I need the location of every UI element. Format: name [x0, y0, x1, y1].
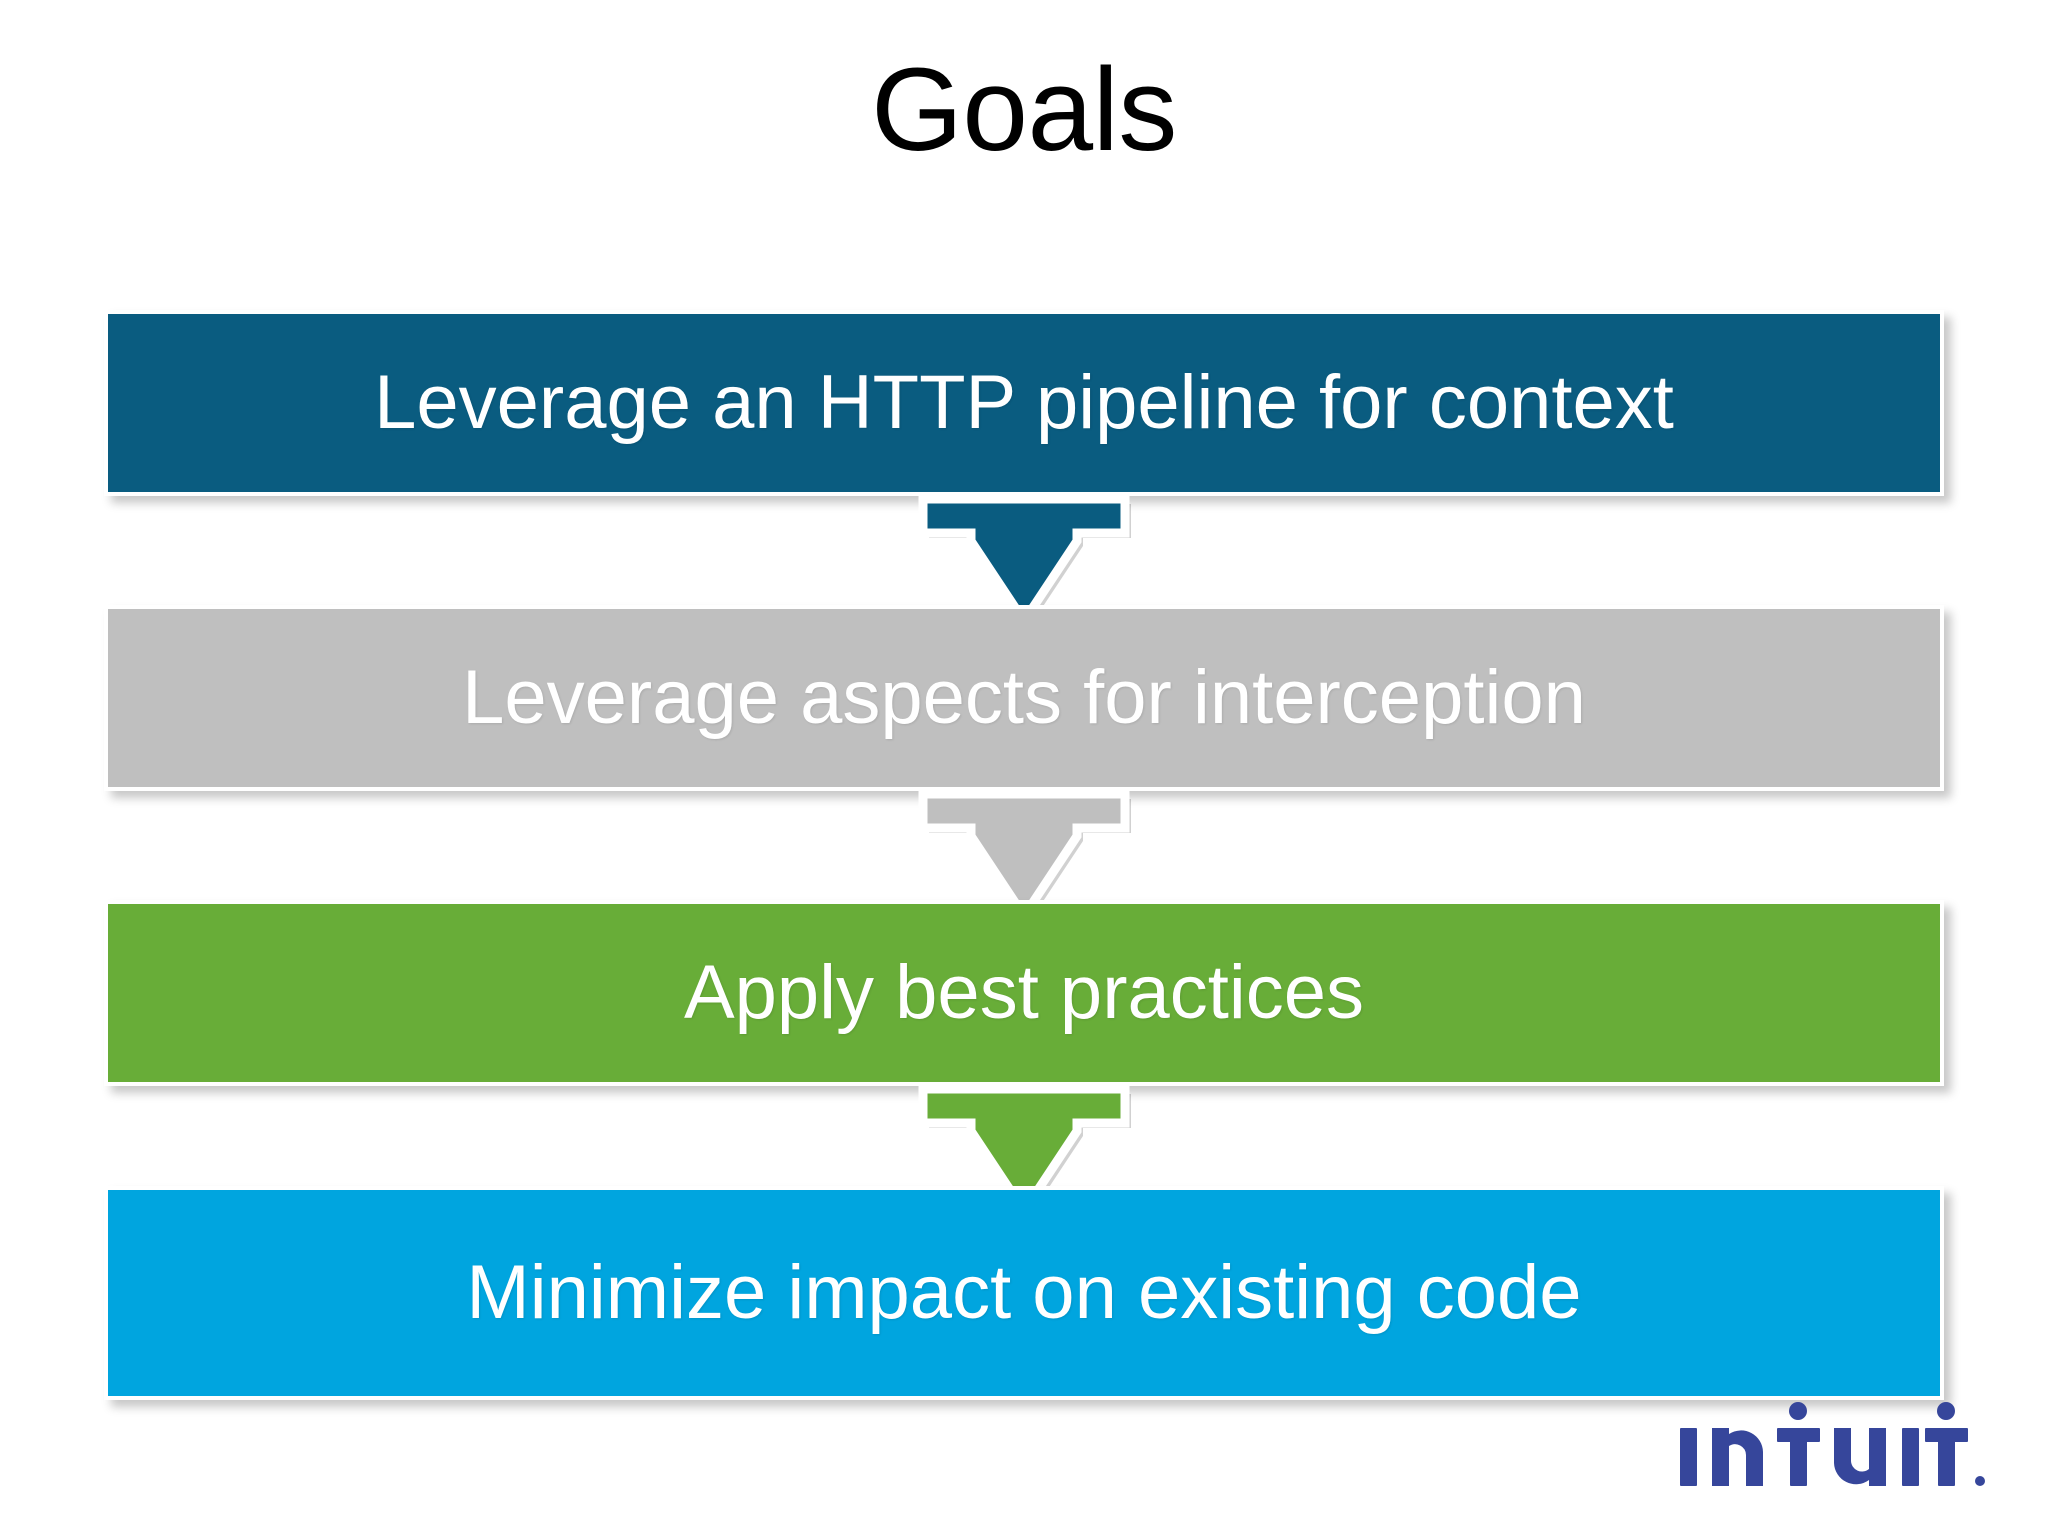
stage-label: Leverage an HTTP pipeline for context	[374, 360, 1674, 445]
intuit-logo	[1674, 1398, 1994, 1508]
stage-bar[interactable]: Apply best practices	[104, 900, 1944, 1086]
page-title: Goals	[871, 44, 1177, 176]
stage-label: Minimize impact on existing code	[466, 1250, 1582, 1335]
stage-label: Leverage aspects for interception	[462, 655, 1586, 740]
stage-label: Apply best practices	[683, 950, 1365, 1035]
stage-bar[interactable]: Leverage aspects for interception	[104, 605, 1944, 791]
stage-bar[interactable]: Minimize impact on existing code	[104, 1186, 1944, 1400]
stage-bar[interactable]: Leverage an HTTP pipeline for context	[104, 310, 1944, 496]
process-funnel: Leverage an HTTP pipeline for context Le…	[104, 300, 1944, 1410]
